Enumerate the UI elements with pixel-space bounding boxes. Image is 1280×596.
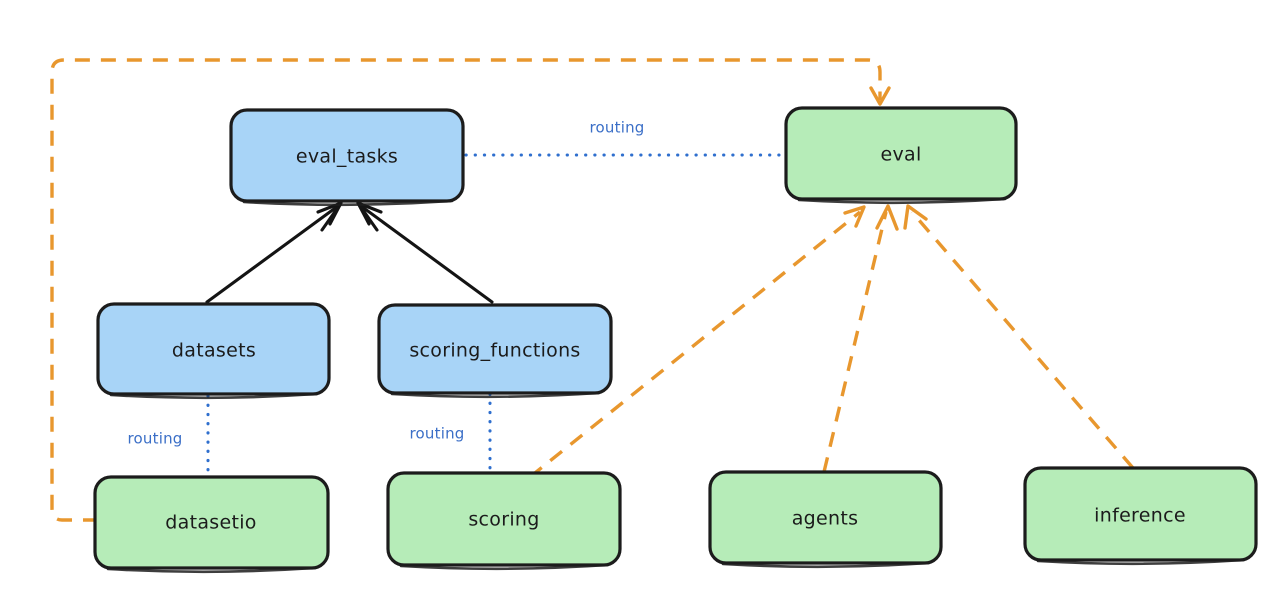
edge-label-routing-eval: routing: [590, 119, 645, 137]
node-scoring_functions[interactable]: scoring_functions: [377, 303, 613, 399]
node-agents-shape[interactable]: [708, 470, 943, 565]
node-datasetio-label: datasetio: [165, 512, 256, 534]
edge-label-routing-datasets: routing: [128, 430, 183, 448]
node-eval-shape[interactable]: [784, 106, 1018, 201]
node-agents[interactable]: agents: [708, 470, 943, 569]
node-scoring_functions-label: scoring_functions: [409, 340, 580, 362]
node-eval_tasks[interactable]: eval_tasks: [229, 108, 465, 207]
node-datasetio[interactable]: datasetio: [93, 475, 330, 574]
node-scoring-shape[interactable]: [386, 471, 622, 567]
edge-inference-to-eval: [903, 204, 1135, 470]
node-inference-label: inference: [1094, 505, 1186, 527]
node-eval[interactable]: eval: [784, 106, 1018, 205]
node-eval_tasks-shape[interactable]: [229, 108, 465, 203]
node-datasets-shape[interactable]: [96, 302, 331, 396]
edge-agents-to-eval: [822, 204, 899, 473]
edge-scoring_functions-to-eval_tasks: [356, 201, 494, 304]
node-eval-label: eval: [880, 144, 921, 166]
node-datasetio-shape[interactable]: [93, 475, 330, 570]
edge-datasets-to-eval_tasks: [205, 201, 343, 304]
edge-scoring-to-eval: [528, 205, 866, 479]
node-scoring_functions-shape[interactable]: [377, 303, 613, 395]
node-inference[interactable]: inference: [1023, 466, 1258, 566]
node-scoring-label: scoring: [468, 509, 539, 531]
node-scoring[interactable]: scoring: [386, 471, 622, 571]
node-datasets-label: datasets: [172, 340, 256, 362]
edge-datasetio-to-eval: [50, 58, 891, 522]
node-inference-shape[interactable]: [1023, 466, 1258, 562]
node-eval_tasks-label: eval_tasks: [296, 146, 398, 168]
node-agents-label: agents: [792, 508, 859, 530]
node-datasets[interactable]: datasets: [96, 302, 331, 400]
edge-label-routing-scoring: routing: [410, 425, 465, 443]
